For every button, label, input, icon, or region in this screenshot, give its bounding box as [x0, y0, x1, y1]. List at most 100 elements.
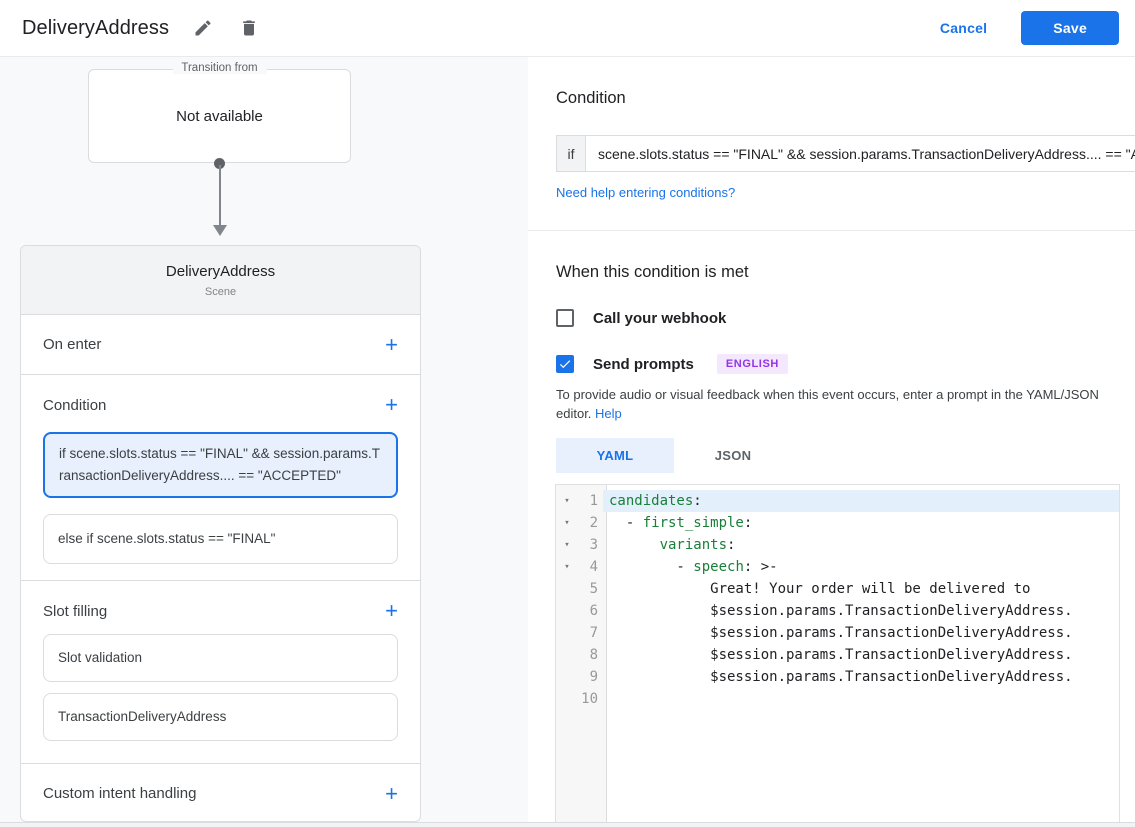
- condition-expression-row: if scene.slots.status == "FINAL" && sess…: [556, 135, 1135, 172]
- trash-icon: [243, 20, 255, 36]
- fold-spacer: [556, 644, 578, 666]
- slot-item[interactable]: TransactionDeliveryAddress: [43, 693, 398, 741]
- add-condition-icon[interactable]: +: [385, 392, 398, 417]
- line-number: 10: [581, 691, 598, 707]
- yaml-code-editor[interactable]: ▾ 1 candidates: ▾ 2 - first_simple: ▾ 3 varian…: [555, 484, 1120, 826]
- webhook-checkbox[interactable]: [556, 309, 574, 327]
- transition-from-value: Not available: [176, 108, 263, 125]
- code-line[interactable]: 5 Great! Your order will be delivered to: [556, 578, 1119, 600]
- condition-detail-panel: Condition if scene.slots.status == "FINA…: [528, 57, 1135, 826]
- delete-scene-button[interactable]: [237, 16, 261, 40]
- page-title: DeliveryAddress: [22, 16, 170, 39]
- code-line[interactable]: ▾ 1 candidates:: [556, 490, 1119, 512]
- line-number: 2: [589, 515, 598, 531]
- line-number: 9: [589, 669, 598, 685]
- webhook-row: Call your webhook: [556, 309, 1135, 327]
- transition-to-card: Transition to DeliveryAddress Scene On e…: [20, 245, 421, 822]
- on-enter-label: On enter: [43, 336, 102, 353]
- code-text: $session.params.TransactionDeliveryAddre…: [609, 625, 1073, 641]
- scene-type: Scene: [204, 286, 237, 298]
- connector-dot: [214, 158, 225, 169]
- code-line[interactable]: 10: [556, 688, 1119, 710]
- fold-arrow-icon[interactable]: ▾: [564, 496, 570, 506]
- editor-tabs: YAML JSON: [556, 438, 1135, 473]
- prompt-hint: To provide audio or visual feedback when…: [556, 385, 1116, 423]
- code-text: Great! Your order will be delivered to: [609, 581, 1031, 597]
- fold-spacer: [556, 600, 578, 622]
- add-on-enter-icon[interactable]: +: [385, 331, 398, 357]
- editor-gutter: [556, 485, 607, 825]
- code-text: $session.params.TransactionDeliveryAddre…: [609, 603, 1073, 619]
- code-text: - speech: >-: [609, 559, 778, 575]
- code-line[interactable]: 7 $session.params.TransactionDeliveryAdd…: [556, 622, 1119, 644]
- save-button[interactable]: Save: [1021, 11, 1119, 45]
- on-enter-row[interactable]: On enter +: [21, 314, 420, 374]
- code-line[interactable]: 6 $session.params.TransactionDeliveryAdd…: [556, 600, 1119, 622]
- custom-intent-row[interactable]: Custom intent handling +: [21, 763, 420, 821]
- code-line[interactable]: ▾ 4 - speech: >-: [556, 556, 1119, 578]
- condition-help-link[interactable]: Need help entering conditions?: [556, 185, 736, 200]
- code-text: variants:: [659, 537, 736, 553]
- condition-expression-input[interactable]: scene.slots.status == "FINAL" && session…: [585, 135, 1135, 172]
- line-number: 4: [589, 559, 598, 575]
- panel-divider: [528, 230, 1135, 231]
- fold-spacer: [556, 666, 578, 688]
- send-prompts-row: Send prompts ENGLISH: [556, 354, 1135, 374]
- connector-arrow-icon: [212, 225, 227, 236]
- flow-panel: Transition from Not available Transition…: [0, 57, 528, 822]
- scene-header: DeliveryAddress Scene: [21, 246, 420, 314]
- help-link[interactable]: Help: [595, 406, 622, 421]
- slot-item[interactable]: Slot validation: [43, 634, 398, 682]
- line-number: 3: [589, 537, 598, 553]
- line-number: 5: [589, 581, 598, 597]
- custom-intent-label: Custom intent handling: [43, 785, 197, 802]
- code-text: $session.params.TransactionDeliveryAddre…: [609, 669, 1073, 685]
- line-number: 1: [589, 493, 598, 509]
- condition-panel-title: Condition: [556, 89, 626, 107]
- code-line[interactable]: 8 $session.params.TransactionDeliveryAdd…: [556, 644, 1119, 666]
- send-prompts-label: Send prompts: [593, 355, 694, 373]
- slot-filling-section: Slot filling + Slot validation Transacti…: [21, 580, 420, 763]
- send-prompts-checkbox[interactable]: [556, 355, 574, 373]
- fold-arrow-icon[interactable]: ▾: [564, 540, 570, 550]
- condition-item-selected[interactable]: if scene.slots.status == "FINAL" && sess…: [43, 432, 398, 498]
- fold-arrow-icon[interactable]: ▾: [564, 518, 570, 528]
- code-text: - first_simple:: [609, 515, 753, 531]
- code-line[interactable]: ▾ 3 variants:: [556, 534, 1119, 556]
- if-prefix-label: if: [556, 135, 585, 172]
- line-number: 7: [589, 625, 598, 641]
- condition-section: Condition + if scene.slots.status == "FI…: [21, 374, 420, 580]
- scene-name: DeliveryAddress: [165, 263, 276, 280]
- fold-arrow-icon[interactable]: ▾: [564, 562, 570, 572]
- code-line[interactable]: 9 $session.params.TransactionDeliveryAdd…: [556, 666, 1119, 688]
- transition-from-box: Transition from Not available: [88, 62, 351, 163]
- when-condition-title: When this condition is met: [556, 263, 749, 281]
- condition-item[interactable]: else if scene.slots.status == "FINAL": [43, 514, 398, 564]
- add-custom-intent-icon[interactable]: +: [385, 780, 398, 806]
- code-line[interactable]: ▾ 2 - first_simple:: [556, 512, 1119, 534]
- language-badge: ENGLISH: [716, 354, 788, 374]
- fold-spacer: [556, 578, 578, 600]
- tab-yaml[interactable]: YAML: [556, 438, 674, 473]
- add-slot-icon[interactable]: +: [385, 598, 398, 623]
- code-lines: ▾ 1 candidates: ▾ 2 - first_simple: ▾ 3 varian…: [556, 485, 1119, 710]
- condition-section-label: Condition: [43, 396, 107, 414]
- line-number: 8: [589, 647, 598, 663]
- tab-json[interactable]: JSON: [714, 448, 752, 463]
- check-icon: [559, 360, 571, 369]
- edit-title-button[interactable]: [191, 16, 215, 40]
- horizontal-scrollbar[interactable]: [0, 822, 1135, 827]
- code-text: $session.params.TransactionDeliveryAddre…: [609, 647, 1073, 663]
- fold-spacer: [556, 622, 578, 644]
- cancel-button[interactable]: Cancel: [939, 20, 988, 36]
- transition-from-label: Transition from: [172, 62, 267, 74]
- line-number: 6: [589, 603, 598, 619]
- slot-filling-label: Slot filling: [43, 602, 108, 620]
- prompt-hint-text: To provide audio or visual feedback when…: [556, 387, 1099, 421]
- pencil-icon: [195, 20, 211, 36]
- code-text: candidates:: [603, 490, 1119, 512]
- connector-line: [218, 165, 221, 227]
- code-text: [603, 688, 1119, 710]
- webhook-label: Call your webhook: [593, 309, 727, 327]
